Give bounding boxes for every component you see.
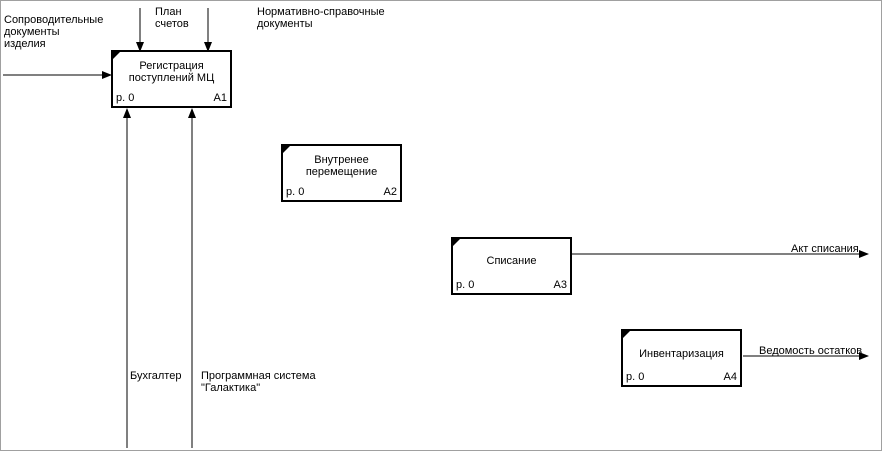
box-number: А2 bbox=[383, 186, 397, 198]
activity-box-a2[interactable]: Внутренее перемещение р. 0 А2 bbox=[281, 144, 408, 208]
label-act: Акт списания bbox=[791, 243, 859, 255]
box-title: Списание bbox=[486, 255, 537, 267]
box-number: А1 bbox=[213, 92, 227, 104]
label-normative: Нормативно-справочные документы bbox=[257, 6, 385, 30]
label-accountant: Бухгалтер bbox=[130, 370, 182, 382]
box-corner-mark bbox=[113, 52, 120, 59]
box-title: Регистрация поступлений МЦ bbox=[128, 60, 215, 84]
box-node-ref: р. 0 bbox=[116, 92, 135, 104]
box-number: А3 bbox=[553, 279, 567, 291]
box-corner-mark bbox=[453, 239, 460, 246]
box-corner-mark bbox=[283, 146, 290, 153]
label-input-docs: Сопроводительные документы изделия bbox=[4, 14, 104, 50]
activity-box-a3[interactable]: Списание р. 0 А3 bbox=[451, 237, 578, 301]
label-plan: План счетов bbox=[155, 6, 189, 30]
box-corner-mark bbox=[623, 331, 630, 338]
box-title: Инвентаризация bbox=[639, 348, 724, 360]
label-statement: Ведомость остатков bbox=[759, 345, 863, 357]
box-node-ref: р. 0 bbox=[626, 371, 645, 383]
activity-box-a1[interactable]: Регистрация поступлений МЦ р. 0 А1 bbox=[111, 50, 238, 114]
box-number: А4 bbox=[723, 371, 737, 383]
box-node-ref: р. 0 bbox=[456, 279, 475, 291]
activity-box-a4[interactable]: Инвентаризация р. 0 А4 bbox=[621, 329, 748, 393]
box-title: Внутренее перемещение bbox=[305, 154, 378, 178]
box-node-ref: р. 0 bbox=[286, 186, 305, 198]
label-software: Программная система "Галактика" bbox=[201, 370, 316, 394]
